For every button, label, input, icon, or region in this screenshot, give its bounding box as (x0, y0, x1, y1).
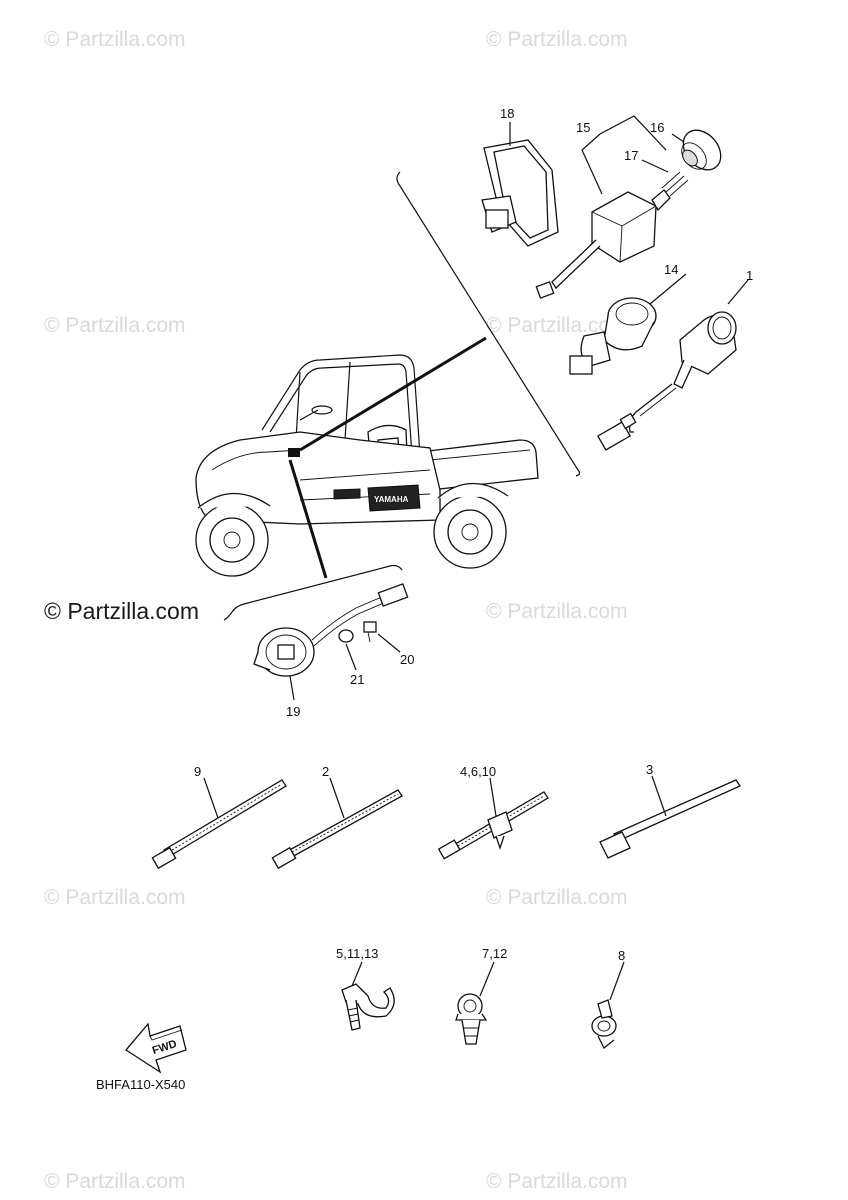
callout-8: 8 (618, 948, 625, 963)
watermark: © Partzilla.com (44, 886, 186, 909)
watermark: © Partzilla.com (486, 314, 628, 337)
diagram-code: BHFA110-X540 (96, 1077, 186, 1092)
callout-16: 16 (650, 120, 664, 135)
callout-18: 18 (500, 106, 514, 121)
callout-21: 21 (350, 672, 364, 687)
callout-1: 1 (746, 268, 753, 283)
watermark: © Partzilla.com (486, 28, 628, 51)
watermark: © Partzilla.com (44, 1170, 186, 1193)
part-4-6-10-cable-tie-clip: 4,6,10 (437, 764, 549, 860)
part-8-clip: 8 (591, 948, 625, 1050)
part-5-11-13-clamp: 5,11,13 (336, 946, 395, 1031)
watermark: © Partzilla.com (44, 314, 186, 337)
part-1-socket: 1 (596, 268, 753, 451)
part-2-cable-tie: 2 (271, 764, 403, 870)
callout-7-12: 7,12 (482, 946, 507, 961)
part-19-socket-lead: 19 (253, 583, 409, 719)
callout-3: 3 (646, 762, 653, 777)
callout-2: 2 (322, 764, 329, 779)
callout-20: 20 (400, 652, 414, 667)
watermark: © Partzilla.com (486, 886, 628, 909)
callout-15: 15 (576, 120, 590, 135)
callout-17: 17 (624, 148, 638, 163)
part-20-screw: 20 (363, 621, 414, 667)
watermark: © Partzilla.com (486, 1170, 628, 1193)
vehicle-illustration: YAMAHA (195, 354, 539, 577)
part-3-cable-tie: 3 (599, 762, 741, 859)
callout-5-11-13: 5,11,13 (336, 946, 378, 961)
part-14-plug: 14 (569, 262, 687, 375)
watermark: © Partzilla.com (44, 28, 186, 51)
part-15-switch (535, 171, 689, 299)
callout-19: 19 (286, 704, 300, 719)
callout-9: 9 (194, 764, 201, 779)
part-7-12-clip: 7,12 (455, 946, 507, 1045)
callout-4-6-10: 4,6,10 (460, 764, 496, 779)
fwd-arrow-icon: FWD (125, 1022, 187, 1074)
part-16-knob (681, 129, 722, 171)
part-9-cable-tie: 9 (151, 764, 287, 870)
callout-14: 14 (664, 262, 678, 277)
watermark-main: © Partzilla.com (44, 598, 199, 624)
part-18-housing: 18 (481, 106, 559, 247)
watermark: © Partzilla.com (486, 600, 628, 623)
vehicle-brand: YAMAHA (374, 495, 409, 504)
part-21-washer: 21 (338, 629, 364, 687)
